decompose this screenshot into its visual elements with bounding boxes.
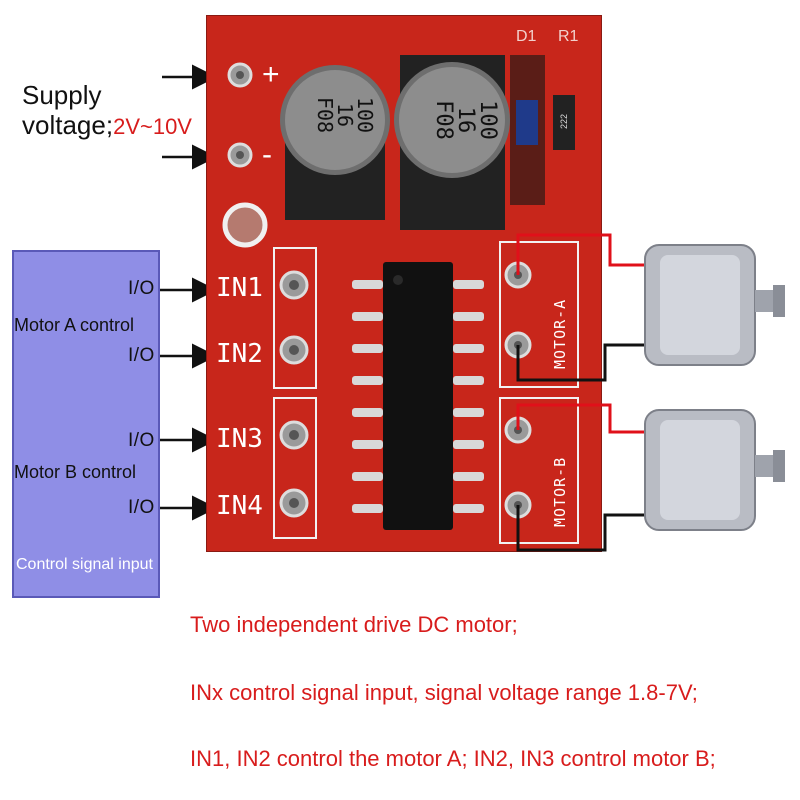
- control-signal-panel: [12, 250, 160, 598]
- supply-voltage-label: Supply voltage;2V~10V: [22, 80, 192, 142]
- mounting-hole: [222, 202, 268, 248]
- supply-label-line2: voltage;: [22, 110, 114, 140]
- io-label-in3: I/O: [128, 430, 155, 451]
- pin-label-in3: IN3: [216, 424, 263, 454]
- motor-a-black-wire: [516, 343, 650, 382]
- motor-a: [644, 244, 785, 366]
- pin-label-in2: IN2: [216, 339, 263, 369]
- resistor-r1: [553, 95, 575, 150]
- supply-label-line1: Supply: [22, 80, 102, 110]
- driver-ic: [383, 262, 453, 530]
- pin-label-in1: IN1: [216, 273, 263, 303]
- note-line-3: IN1, IN2 control the motor A; IN2, IN3 c…: [190, 746, 716, 771]
- motor-a-label: MOTOR-A: [551, 298, 569, 369]
- silkscreen-d1: D1: [516, 28, 537, 45]
- note-line-2: INx control signal input, signal voltage…: [190, 680, 698, 705]
- resistor-marking: 222: [559, 113, 569, 129]
- io-label-in2: I/O: [128, 345, 155, 366]
- supply-voltage-range: 2V~10V: [113, 114, 192, 139]
- io-label-in4: I/O: [128, 497, 155, 518]
- motor-b-red-wire: [516, 403, 650, 434]
- motor-a-control-label: Motor A control: [14, 315, 135, 335]
- pin-label-in4: IN4: [216, 491, 263, 521]
- motor-a-red-wire: [516, 233, 650, 275]
- supply-plus-mark: +: [262, 58, 280, 91]
- control-signal-input-label: Control signal input: [16, 556, 153, 573]
- silkscreen-r1: R1: [558, 28, 579, 45]
- supply-minus-mark: -: [262, 138, 272, 171]
- io-label-in1: I/O: [128, 278, 155, 299]
- motor-b-control-label: Motor B control: [14, 462, 137, 482]
- motor-b-label: MOTOR-B: [551, 456, 569, 527]
- motor-pads: [504, 261, 532, 519]
- note-line-1: Two independent drive DC motor;: [190, 612, 518, 637]
- motor-b-black-wire: [516, 505, 650, 552]
- input-pads: [279, 270, 309, 518]
- motor-b: [644, 409, 785, 531]
